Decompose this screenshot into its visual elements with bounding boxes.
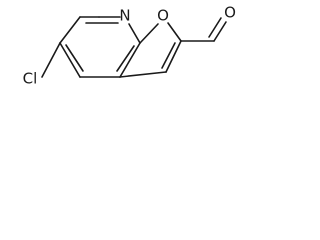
furan-ring bbox=[119, 22, 182, 78]
ring-oxygen-atom-label: O bbox=[157, 7, 169, 25]
bond-cho-o-double bbox=[208, 17, 222, 38]
bond-c5-c6 bbox=[59, 16, 81, 44]
chlorine-atom-label: Cl bbox=[23, 70, 38, 88]
nitrogen-atom-label: N bbox=[119, 7, 130, 25]
bond-n7-c7a bbox=[128, 23, 141, 44]
bond-c5-cl bbox=[41, 42, 61, 78]
bond-c4-c5-inner bbox=[65, 44, 84, 72]
bond-c4-c5 bbox=[59, 42, 81, 78]
bond-cho-o bbox=[213, 21, 227, 42]
bond-c7a-c3a bbox=[119, 42, 141, 78]
bond-c2-c3-inner bbox=[161, 42, 176, 69]
bond-o1-c2 bbox=[167, 22, 182, 42]
aldehyde-group bbox=[180, 17, 227, 42]
pyridine-ring bbox=[59, 16, 141, 78]
bond-c2-c3 bbox=[165, 40, 182, 73]
chloro-substituent bbox=[41, 42, 61, 78]
bond-c3-c3a bbox=[119, 71, 167, 78]
aldehyde-oxygen-atom-label: O bbox=[224, 4, 236, 22]
bond-c7a-o1 bbox=[139, 23, 159, 44]
chemical-structure: N O O Cl bbox=[23, 4, 236, 88]
bond-c7a-c3a-inner bbox=[116, 45, 135, 72]
